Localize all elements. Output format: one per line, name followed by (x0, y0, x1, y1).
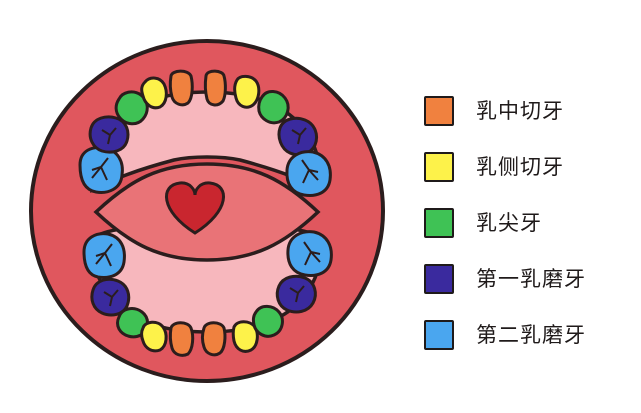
legend-item: 第二乳磨牙 (424, 320, 624, 376)
legend-item: 乳中切牙 (424, 96, 624, 152)
heart-icon (165, 181, 225, 235)
lower-teeth (82, 230, 333, 357)
legend-item: 乳侧切牙 (424, 152, 624, 208)
tooth-upper-1 (78, 146, 124, 194)
crease-lower-right-molar (303, 241, 321, 266)
crease-lower-left-small (103, 289, 119, 307)
legend-label: 乳侧切牙 (476, 155, 564, 179)
tooth-upper-5 (168, 69, 194, 107)
tooth-upper-3 (114, 90, 149, 126)
tooth-lower-1 (82, 232, 126, 279)
legend-item: 乳尖牙 (424, 208, 624, 264)
tooth-upper-9 (277, 116, 319, 157)
crease-upper-right-small (291, 127, 307, 145)
legend-swatch (424, 208, 454, 238)
crease-upper-left-molar (91, 157, 109, 181)
tooth-lower-8 (251, 304, 284, 338)
crease-upper-left-small (101, 127, 117, 145)
tooth-lower-6 (201, 321, 227, 357)
legend-item: 第一乳磨牙 (424, 264, 624, 320)
legend-swatch (424, 96, 454, 126)
crease-upper-right-molar (301, 159, 319, 184)
tooth-upper-10 (285, 150, 332, 197)
tooth-upper-6 (203, 69, 227, 107)
tooth-upper-8 (257, 90, 290, 125)
molar-creases (91, 127, 321, 307)
crease-lower-right-small (289, 285, 305, 303)
tooth-lower-2 (90, 277, 131, 317)
tooth-lower-5 (168, 321, 195, 357)
tooth-lower-4 (140, 320, 168, 353)
legend-label: 乳尖牙 (476, 211, 542, 235)
legend: 乳中切牙 乳侧切牙 乳尖牙 第一乳磨牙 第二乳磨牙 (424, 96, 624, 376)
tooth-upper-7 (233, 74, 261, 109)
tooth-lower-7 (231, 320, 259, 353)
legend-swatch (424, 264, 454, 294)
legend-label: 第二乳磨牙 (476, 323, 586, 347)
crease-lower-left-molar (95, 243, 113, 267)
legend-label: 乳中切牙 (476, 99, 564, 123)
legend-swatch (424, 152, 454, 182)
legend-swatch (424, 320, 454, 350)
tooth-upper-4 (140, 76, 168, 110)
legend-label: 第一乳磨牙 (476, 267, 586, 291)
tooth-lower-9 (275, 274, 317, 314)
